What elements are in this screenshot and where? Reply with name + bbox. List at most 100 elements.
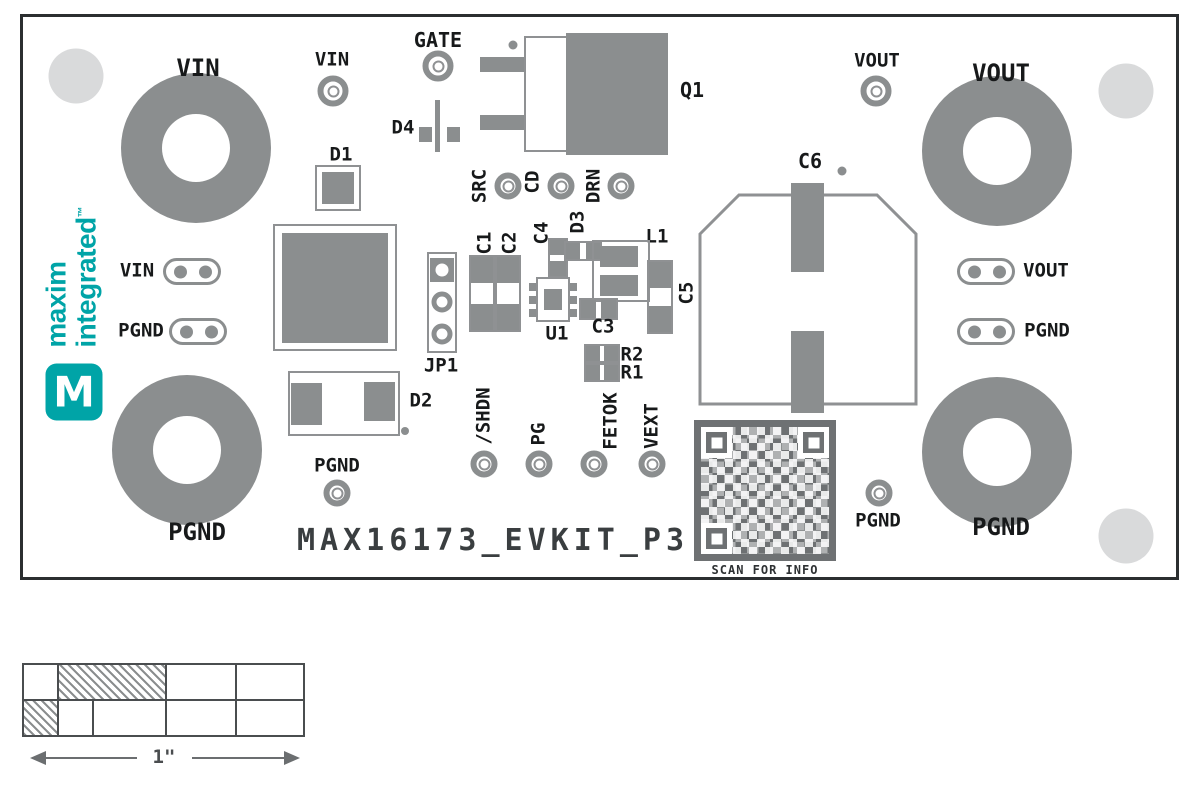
c6-outline	[698, 193, 918, 406]
r2-pad-1	[586, 346, 600, 361]
label-terminal-vout: VOUT	[972, 59, 1030, 87]
d2-polarity-dot	[401, 427, 409, 435]
terminal-ring-pgnd-left	[112, 375, 262, 525]
qr-code	[694, 420, 836, 561]
connector-vin	[163, 258, 221, 285]
q1-body-outline	[524, 36, 568, 152]
d4-pad-2	[447, 127, 460, 142]
label-c3: C3	[591, 315, 615, 338]
maxim-logo-text: maxim integrated™	[40, 206, 101, 347]
label-conn-vin: VIN	[119, 259, 155, 282]
label-tp-pgnd-mid: PGND	[314, 454, 360, 477]
qr-finder-top-right	[798, 427, 829, 458]
label-tp-gate: GATE	[413, 28, 463, 52]
ruler-hatch-top	[59, 665, 165, 699]
scale-arrowhead-right	[284, 751, 300, 765]
r1-pad-2	[604, 365, 618, 380]
ruler-div	[165, 701, 167, 735]
label-tp-vin: VIN	[314, 48, 350, 71]
u1-pin-pad	[570, 296, 577, 304]
u1-pin-pad	[529, 283, 536, 291]
jp1-pin2	[431, 291, 453, 313]
u1-outline	[536, 277, 570, 322]
c3-pad-1	[581, 300, 596, 318]
testpoint-pgnd-qr	[865, 479, 893, 507]
label-conn-pgnd-right: PGND	[1024, 319, 1070, 342]
d1-outline	[315, 165, 361, 211]
scale-label: 1"	[152, 746, 176, 768]
ruler-div	[57, 665, 59, 699]
input-cap-pad	[282, 233, 388, 343]
label-l1: L1	[645, 225, 669, 248]
c6-polarity-dot	[837, 166, 847, 176]
connector-pgnd-left	[169, 318, 227, 345]
label-d3: D3	[566, 210, 589, 234]
qr-finder-bottom-left	[701, 523, 732, 554]
terminal-ring-pgnd-right	[922, 377, 1072, 527]
scale-ruler	[22, 663, 305, 737]
label-terminal-vin: VIN	[176, 54, 220, 82]
testpoint-gate	[422, 50, 454, 82]
r1-pad-1	[586, 365, 600, 380]
r2-outline	[584, 344, 620, 363]
c1-pad-bottom	[471, 304, 493, 330]
label-terminal-pgnd-right: PGND	[972, 513, 1030, 541]
ruler-hatch-bottom	[24, 701, 57, 735]
c3-pad-2	[601, 300, 616, 318]
scale-arrow-line-left	[42, 757, 137, 759]
l1-pad-bottom	[600, 275, 638, 296]
label-terminal-pgnd-left: PGND	[168, 518, 226, 546]
c2-pad-top	[497, 257, 519, 283]
label-d4: D4	[391, 116, 415, 139]
jp1-pin1	[431, 259, 453, 281]
c5-pad-bottom	[649, 306, 671, 332]
label-tp-pg: PG	[527, 422, 550, 446]
q1-tab-pad	[566, 33, 668, 155]
label-tp-pgnd-qr: PGND	[855, 509, 901, 532]
u1-center-pad	[544, 289, 562, 310]
jp1-outline	[427, 252, 457, 353]
corner-hole-top-right	[1098, 63, 1154, 119]
testpoint-shdn	[470, 450, 498, 478]
ruler-div	[57, 701, 59, 735]
q1-pin-source	[480, 115, 526, 130]
connector-vout	[957, 258, 1015, 285]
testpoint-cd	[547, 172, 575, 200]
l1-pad-top	[600, 246, 638, 267]
c5-outline	[647, 260, 673, 334]
silkscreen-title: MAX16173_EVKIT_P3	[296, 523, 690, 558]
testpoint-pgnd-mid	[323, 479, 351, 507]
label-u1: U1	[545, 322, 569, 345]
d2-pad-cathode	[364, 382, 395, 421]
testpoint-vext	[638, 450, 666, 478]
ruler-div	[235, 665, 237, 699]
scale-arrowhead-left	[30, 751, 46, 765]
u1-pin-pad	[529, 296, 536, 304]
connector-pgnd-right	[957, 318, 1015, 345]
label-tp-vout: VOUT	[854, 49, 900, 72]
terminal-ring-vout	[922, 76, 1072, 226]
u1-pin-pad	[570, 283, 577, 291]
d2-pad-anode	[291, 383, 322, 425]
label-conn-pgnd-left: PGND	[118, 319, 164, 342]
corner-hole-bottom-right	[1098, 508, 1154, 564]
c4-pad-top	[550, 240, 566, 255]
c3-outline	[579, 298, 618, 320]
label-tp-fetok: FETOK	[599, 392, 622, 450]
label-d2: D2	[409, 389, 433, 412]
testpoint-vin	[317, 75, 349, 107]
qr-finder-top-left	[701, 427, 732, 458]
label-tp-shdn: /SHDN	[472, 387, 495, 445]
c5-pad-top	[649, 262, 671, 288]
d4-cathode-bar	[435, 100, 440, 152]
d1-pad	[322, 172, 354, 204]
d4-pad-1	[419, 127, 432, 142]
r1-outline	[584, 363, 620, 382]
label-tp-src: SRC	[468, 168, 491, 204]
u1-pin-pad	[570, 309, 577, 317]
testpoint-drn	[607, 172, 635, 200]
label-d1: D1	[329, 143, 353, 166]
ruler-div	[92, 701, 94, 735]
q1-pin1-dot	[508, 40, 518, 50]
testpoint-fetok	[580, 450, 608, 478]
